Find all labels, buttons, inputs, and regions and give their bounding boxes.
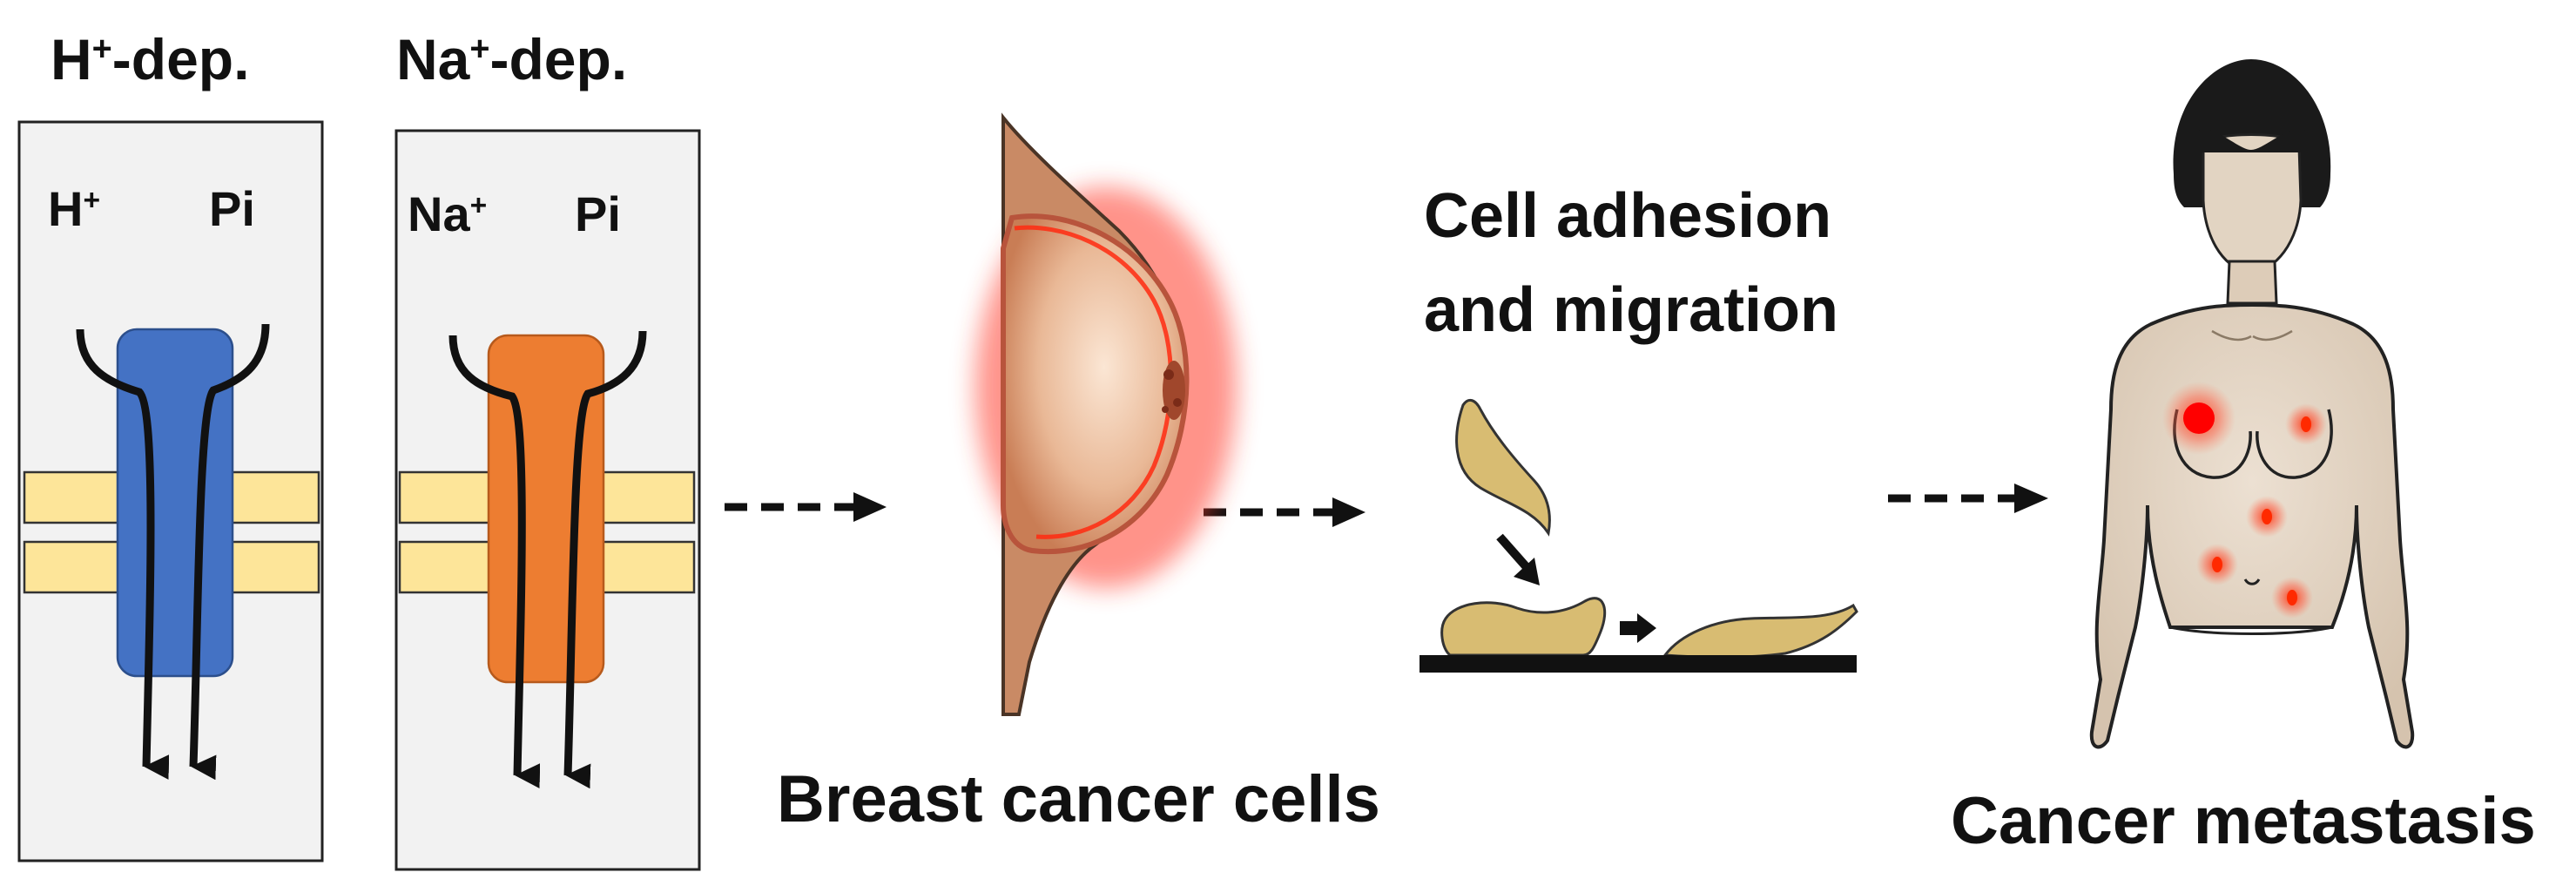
adhesion-caption-line1: Cell adhesion xyxy=(1424,181,1832,251)
metastasis-caption: Cancer metastasis xyxy=(1951,784,2536,858)
metastasis-spot xyxy=(2212,557,2222,572)
primary-tumor xyxy=(2183,402,2215,434)
flow-arrow-3 xyxy=(1888,484,2048,513)
metastasis-figure xyxy=(2089,59,2415,749)
h-ion-label: H+ xyxy=(48,181,101,236)
na-transporter xyxy=(487,334,605,684)
floating-cell xyxy=(1455,398,1551,537)
h-dependent-panel xyxy=(17,120,324,862)
h-ion-path-arrow xyxy=(76,328,170,780)
na-dependent-panel xyxy=(394,129,701,871)
h-dep-heading: H+-dep. xyxy=(51,27,250,91)
descent-arrow xyxy=(1496,533,1529,570)
breast-caption: Breast cancer cells xyxy=(777,762,1380,836)
migration-arrow xyxy=(1620,621,1639,635)
metastasis-spot xyxy=(2262,509,2272,524)
flow-arrow-2 xyxy=(1204,497,1366,527)
na-ion-path-arrow xyxy=(448,335,541,788)
h-pi-path-arrow xyxy=(189,323,270,781)
tumor-sites xyxy=(2162,382,2327,619)
na-pi-label: Pi xyxy=(575,186,621,241)
na-pi-path-arrow xyxy=(563,330,647,789)
h-pi-label: Pi xyxy=(209,181,255,236)
metastasis-spot xyxy=(2287,590,2297,605)
migrating-cell xyxy=(1662,603,1858,659)
flow-arrow-1 xyxy=(725,492,887,522)
cell-adhesion-illustration xyxy=(1419,398,1858,673)
metastasis-spot xyxy=(2301,416,2311,432)
breast-illustration xyxy=(975,112,1237,716)
substrate-surface xyxy=(1419,655,1857,673)
h-transporter xyxy=(116,328,234,678)
breast-shape xyxy=(1001,213,1190,555)
face xyxy=(2202,133,2303,274)
adhesion-caption-line2: and migration xyxy=(1424,275,1839,345)
na-dep-heading: Na+-dep. xyxy=(396,27,628,91)
adhering-cell xyxy=(1440,597,1607,657)
na-ion-label: Na+ xyxy=(408,186,488,241)
